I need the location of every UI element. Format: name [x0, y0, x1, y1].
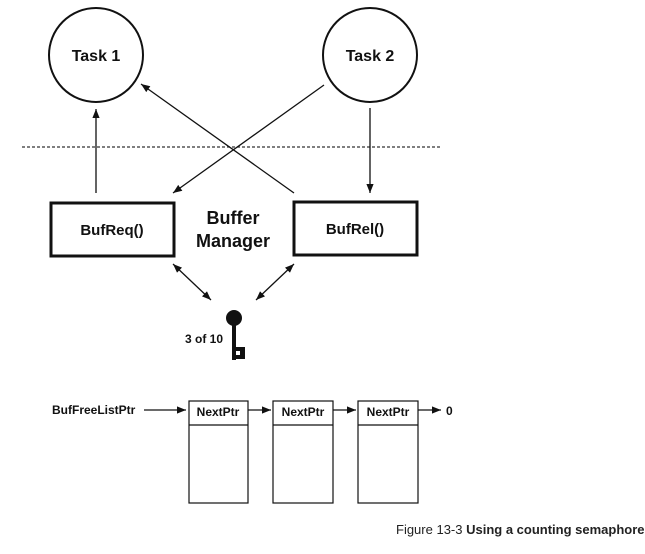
- arrow-task2-to-bufreq: [172, 84, 325, 194]
- figure-title: Using a counting semaphore: [466, 522, 645, 537]
- figure-number: Figure 13-3: [396, 522, 467, 537]
- node-2-nextptr-label: NextPtr: [282, 405, 325, 419]
- bufrel-label: BufRel(): [326, 221, 384, 238]
- bufrel-box: BufRel(): [292, 200, 419, 257]
- arrow-bufreq-semaphore: [172, 263, 212, 301]
- buffer-node-1: NextPtr: [188, 400, 249, 504]
- task-1-node: Task 1: [48, 7, 144, 103]
- node-1-nextptr-label: NextPtr: [197, 405, 240, 419]
- arrow-bufrel-to-task1: [140, 83, 295, 194]
- key-icon: [226, 310, 245, 360]
- buffer-manager-label-line1: Buffer: [207, 208, 260, 228]
- node-3-nextptr-label: NextPtr: [367, 405, 410, 419]
- task-2-node: Task 2: [322, 7, 418, 103]
- bufreq-label: BufReq(): [80, 222, 143, 239]
- figure-caption: Figure 13-3 Using a counting semaphore: [396, 522, 645, 537]
- null-terminator-label: 0: [446, 404, 453, 418]
- task-2-label: Task 2: [346, 48, 395, 65]
- arrow-bufrel-semaphore: [255, 263, 295, 301]
- buffer-node-2: NextPtr: [272, 400, 334, 504]
- task-1-label: Task 1: [72, 48, 121, 65]
- bufreq-box: BufReq(): [49, 201, 176, 258]
- buffer-manager-label-line2: Manager: [196, 231, 270, 251]
- semaphore-count-label: 3 of 10: [185, 332, 223, 346]
- free-list-head-label: BufFreeListPtr: [52, 403, 136, 417]
- buffer-node-3: NextPtr: [357, 400, 419, 504]
